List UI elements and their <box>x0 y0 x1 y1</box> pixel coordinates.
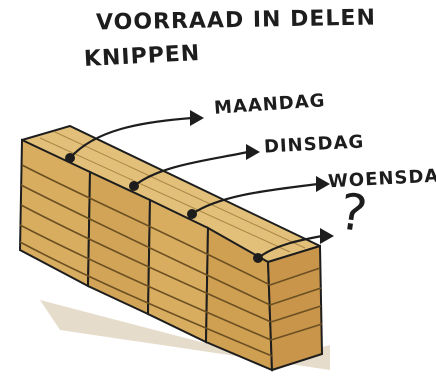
title-line-2: KNIPPEN <box>84 43 201 71</box>
label-dinsdag: DINSDAG <box>264 133 365 156</box>
title-line-1: VOORRAAD IN DELEN <box>96 8 376 35</box>
